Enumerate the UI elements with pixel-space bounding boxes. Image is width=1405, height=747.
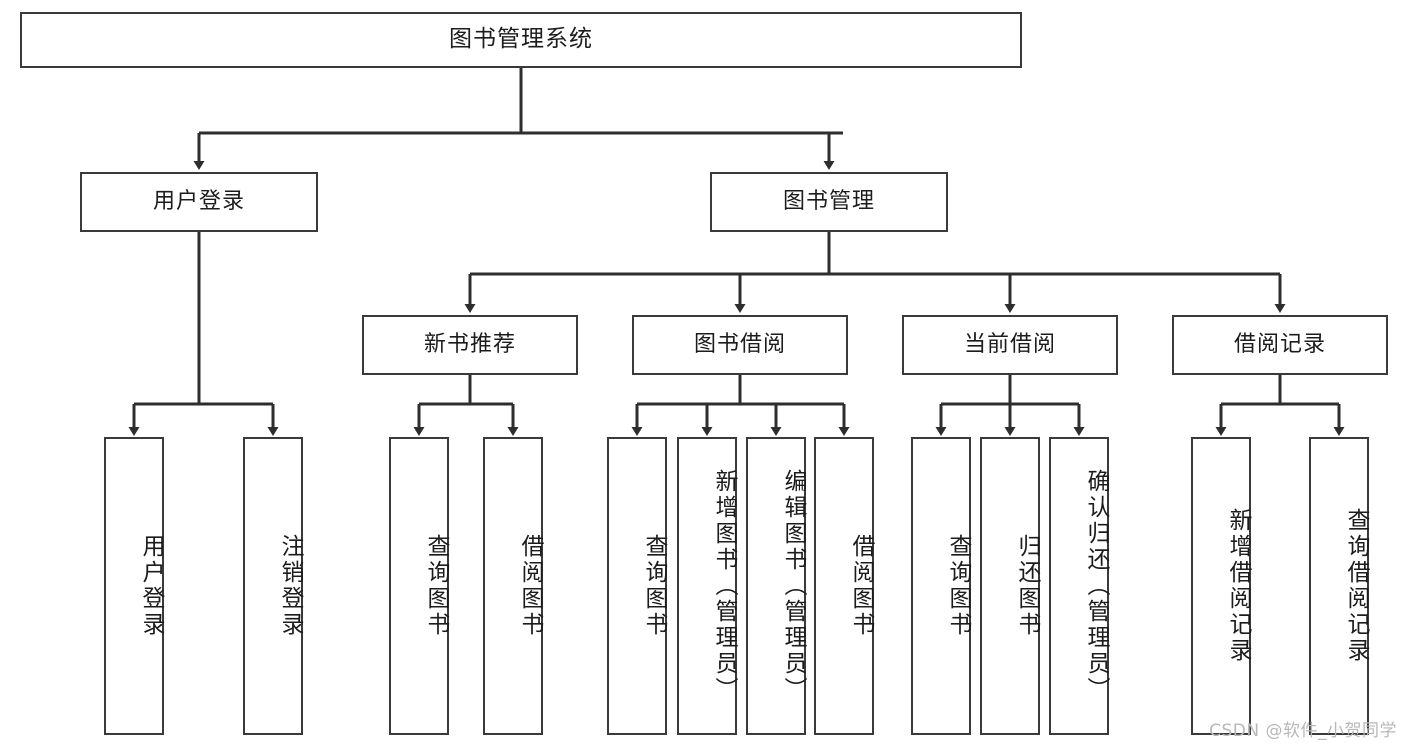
node-leaf-borrow-book-1[interactable]: 借阅图书: [483, 437, 543, 735]
node-leaf-borrow-book-2[interactable]: 借阅图书: [814, 437, 874, 735]
node-label: 借阅记录: [1233, 331, 1326, 357]
node-label: 用户登录: [138, 534, 164, 638]
node-leaf-query-record[interactable]: 查询借阅记录: [1309, 437, 1369, 735]
node-leaf-confirm-return[interactable]: 确认归还（管理员）: [1049, 437, 1109, 735]
node-leaf-add-record[interactable]: 新增借阅记录: [1191, 437, 1251, 735]
node-label: 图书管理: [782, 188, 875, 214]
node-label: 图书管理系统: [449, 26, 593, 53]
node-leaf-user-login[interactable]: 用户登录: [104, 437, 164, 735]
node-label: 查询图书: [945, 534, 971, 638]
node-book-borrow[interactable]: 图书借阅: [632, 315, 848, 375]
node-label: 编辑图书（管理员）: [780, 469, 806, 703]
node-new-book-recommend[interactable]: 新书推荐: [362, 315, 578, 375]
node-root-book-management-system[interactable]: 图书管理系统: [20, 12, 1022, 68]
node-leaf-query-book-3[interactable]: 查询图书: [911, 437, 971, 735]
node-label: 查询图书: [641, 534, 667, 638]
node-label: 新增借阅记录: [1225, 508, 1251, 664]
node-leaf-query-book-2[interactable]: 查询图书: [607, 437, 667, 735]
node-label: 确认归还（管理员）: [1083, 469, 1109, 703]
node-label: 图书借阅: [693, 331, 786, 357]
node-leaf-edit-book[interactable]: 编辑图书（管理员）: [746, 437, 806, 735]
node-leaf-add-book[interactable]: 新增图书（管理员）: [677, 437, 737, 735]
node-label: 当前借阅: [963, 331, 1056, 357]
node-borrow-record[interactable]: 借阅记录: [1172, 315, 1388, 375]
node-label: 新书推荐: [423, 331, 516, 357]
node-label: 查询借阅记录: [1343, 508, 1369, 664]
node-user-login[interactable]: 用户登录: [80, 172, 318, 232]
node-book-manage[interactable]: 图书管理: [710, 172, 948, 232]
node-label: 查询图书: [423, 534, 449, 638]
node-leaf-logout[interactable]: 注销登录: [243, 437, 303, 735]
node-label: 注销登录: [277, 534, 303, 638]
node-current-borrow[interactable]: 当前借阅: [902, 315, 1118, 375]
node-label: 用户登录: [152, 188, 245, 214]
node-leaf-return-book[interactable]: 归还图书: [980, 437, 1040, 735]
node-label: 借阅图书: [517, 534, 543, 638]
node-label: 归还图书: [1014, 534, 1040, 638]
node-label: 新增图书（管理员）: [711, 469, 737, 703]
node-label: 借阅图书: [848, 534, 874, 638]
node-leaf-query-book-1[interactable]: 查询图书: [389, 437, 449, 735]
